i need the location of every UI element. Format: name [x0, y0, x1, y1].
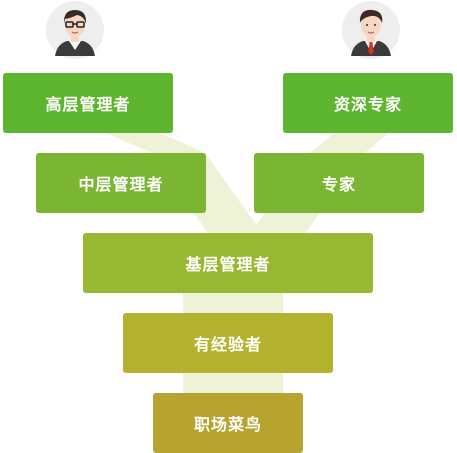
level-senior-manager: 高层管理者: [3, 73, 173, 133]
level-expert: 专家: [254, 153, 424, 213]
level-experienced: 有经验者: [123, 313, 333, 373]
manager-avatar-icon: [46, 1, 104, 59]
level-newcomer: 职场菜鸟: [153, 393, 303, 453]
level-base-manager: 基层管理者: [83, 233, 373, 293]
level-mid-manager: 中层管理者: [36, 153, 206, 213]
level-senior-expert: 资深专家: [283, 73, 453, 133]
expert-avatar-icon: [342, 1, 400, 59]
